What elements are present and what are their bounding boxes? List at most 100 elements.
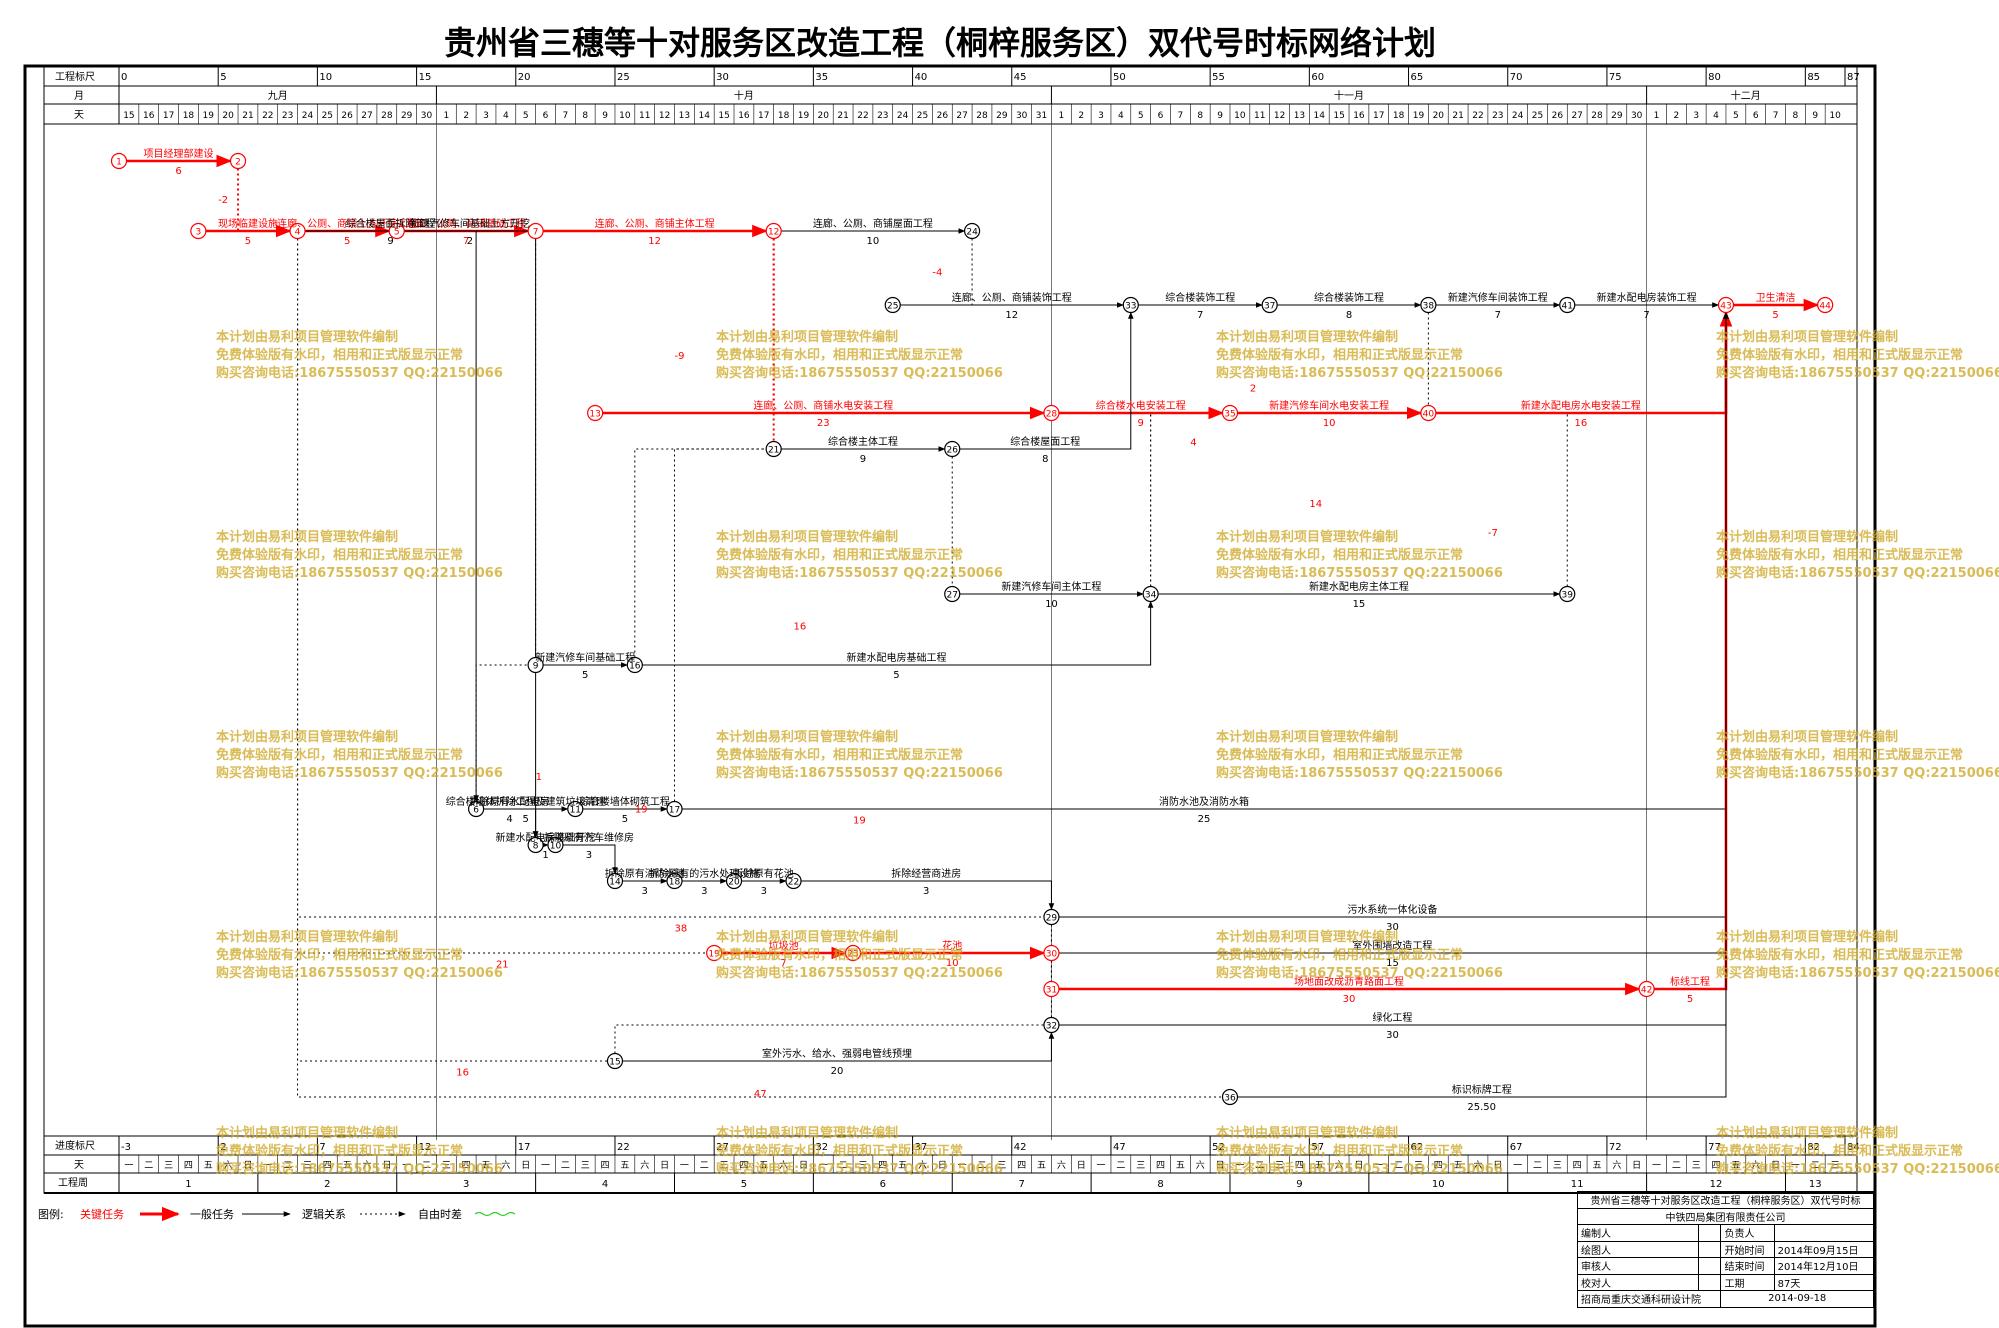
watermark-line: 本计划由易利项目管理软件编制 bbox=[216, 330, 399, 345]
weekday-label: 日 bbox=[521, 1160, 530, 1171]
node-circle bbox=[1043, 404, 1060, 422]
node-circle bbox=[587, 404, 604, 422]
node-circle bbox=[1043, 1016, 1060, 1034]
week-label: 1 bbox=[185, 1179, 191, 1190]
activity-duration: 3 bbox=[586, 850, 592, 861]
float-label: 21 bbox=[496, 959, 509, 970]
watermark-text: 本计划由易利项目管理软件编制免费体验版有水印，相用和正式版显示正常购买咨询电话:… bbox=[1716, 1125, 1999, 1179]
watermark-text: 本计划由易利项目管理软件编制免费体验版有水印，相用和正式版显示正常购买咨询电话:… bbox=[716, 929, 1003, 983]
day-label: 14 bbox=[1314, 111, 1326, 121]
activity-duration: 5 bbox=[1687, 994, 1693, 1005]
activity-arrow bbox=[801, 880, 1055, 911]
activity-duration: 5 bbox=[582, 670, 588, 681]
info-label-end: 结束时间 bbox=[1720, 1257, 1775, 1275]
watermark-line: 本计划由易利项目管理软件编制 bbox=[716, 930, 899, 945]
weekday-label: 三 bbox=[1136, 1161, 1145, 1171]
day-label: 2 bbox=[1674, 111, 1680, 121]
watermark-text: 本计划由易利项目管理软件编制免费体验版有水印，相用和正式版显示正常购买咨询电话:… bbox=[1216, 329, 1503, 383]
watermark-line: 免费体验版有水印，相用和正式版显示正常 bbox=[216, 548, 464, 563]
progress-tick-label: 52 bbox=[1212, 1142, 1225, 1153]
activity-arrow bbox=[305, 230, 479, 803]
node-label: 34 bbox=[1145, 591, 1157, 601]
day-label: 16 bbox=[738, 111, 750, 121]
progress-tick-label: 22 bbox=[617, 1142, 630, 1153]
activity-duration: 10 bbox=[1323, 418, 1336, 429]
day-label: 2 bbox=[1078, 111, 1084, 121]
weekday-label: 四 bbox=[1017, 1161, 1026, 1171]
node-circle bbox=[527, 836, 544, 854]
weekday-label: 五 bbox=[898, 1161, 907, 1171]
watermark-text: 本计划由易利项目管理软件编制免费体验版有水印，相用和正式版显示正常购买咨询电话:… bbox=[716, 329, 1003, 383]
day-label: 4 bbox=[503, 111, 509, 121]
week-label: 9 bbox=[1296, 1179, 1302, 1190]
day-label: 17 bbox=[1373, 111, 1384, 121]
node-label: 17 bbox=[669, 806, 680, 816]
node-label: 41 bbox=[1562, 302, 1573, 312]
day-label: 30 bbox=[1631, 111, 1643, 121]
activity-name: 新建水配电房主体工程 bbox=[1309, 580, 1409, 593]
day-label: 18 bbox=[1393, 111, 1405, 121]
activity-duration: 7 bbox=[1643, 310, 1649, 321]
weekday-label: 二 bbox=[144, 1161, 153, 1171]
day-label: 27 bbox=[1571, 111, 1582, 121]
watermark-line: 本计划由易利项目管理软件编制 bbox=[716, 330, 899, 345]
weekday-label: 一 bbox=[1374, 1161, 1383, 1171]
watermark-text: 本计划由易利项目管理软件编制免费体验版有水印，相用和正式版显示正常购买咨询电话:… bbox=[716, 1125, 1003, 1179]
watermark-line: 购买咨询电话:18675550537 QQ:22150066 bbox=[216, 766, 503, 781]
weekday-label: 三 bbox=[303, 1161, 312, 1171]
weekday-label: 三 bbox=[1831, 1161, 1840, 1171]
row-label-weekday: 天 bbox=[74, 1160, 84, 1171]
node-circle bbox=[1817, 296, 1834, 314]
activity-name: 新建水配电房装饰工程 bbox=[1597, 291, 1697, 304]
day-label: 3 bbox=[483, 111, 489, 121]
scale-tick-label: 70 bbox=[1510, 72, 1523, 83]
float-label: 14 bbox=[1309, 499, 1322, 510]
chart-frame bbox=[43, 65, 1858, 1194]
watermark-line: 免费体验版有水印，相用和正式版显示正常 bbox=[216, 348, 464, 363]
day-label: 12 bbox=[659, 111, 670, 121]
watermark-line: 本计划由易利项目管理软件编制 bbox=[216, 930, 399, 945]
node-label: 27 bbox=[947, 591, 958, 601]
weekday-label: 五 bbox=[204, 1161, 213, 1171]
weekday-label: 六 bbox=[362, 1159, 371, 1171]
weekday-label: 一 bbox=[263, 1161, 272, 1171]
legend-normal-label: 一般任务 bbox=[190, 1208, 234, 1221]
float-label: 4 bbox=[1190, 437, 1196, 448]
weekday-label: 三 bbox=[997, 1161, 1006, 1171]
month-label: 九月 bbox=[268, 90, 288, 102]
node-circle bbox=[785, 872, 802, 890]
weekday-label: 二 bbox=[1533, 1161, 1542, 1171]
weekday-label: 四 bbox=[739, 1161, 748, 1171]
weekday-label: 六 bbox=[779, 1159, 788, 1171]
activity-name: 垃圾池 bbox=[769, 939, 799, 952]
float-label: 19 bbox=[853, 815, 866, 826]
watermark-line: 免费体验版有水印，相用和正式版显示正常 bbox=[716, 748, 964, 763]
watermark-line: 购买咨询电话:18675550537 QQ:22150066 bbox=[1216, 366, 1503, 381]
legend-critical-label: 关键任务 bbox=[80, 1207, 124, 1221]
day-label: 28 bbox=[381, 111, 393, 121]
day-label: 19 bbox=[1413, 111, 1425, 121]
progress-tick-label: -3 bbox=[121, 1142, 131, 1153]
float-label: 47 bbox=[754, 1089, 767, 1100]
progress-tick-label: 72 bbox=[1609, 1142, 1622, 1153]
node-label: 38 bbox=[1423, 302, 1435, 312]
info-footer-left: 招商局重庆交通科研设计院 bbox=[1576, 1290, 1722, 1308]
weekday-label: 一 bbox=[402, 1161, 411, 1171]
activity-name: 拆除原有花池 bbox=[734, 867, 794, 880]
week-label: 3 bbox=[463, 1179, 469, 1190]
node-circle bbox=[606, 1052, 624, 1070]
activity-name: 室外围墙改造工程 bbox=[1352, 939, 1432, 952]
watermark-line: 购买咨询电话:18675550537 QQ:22150066 bbox=[1716, 766, 1999, 781]
activity-duration: 30 bbox=[1343, 994, 1356, 1005]
watermark-line: 购买咨询电话:18675550537 QQ:22150066 bbox=[1216, 1162, 1503, 1177]
weekday-label: 三 bbox=[858, 1161, 867, 1171]
day-label: 8 bbox=[1197, 111, 1203, 121]
day-label: 9 bbox=[602, 111, 608, 121]
watermark-line: 免费体验版有水印，相用和正式版显示正常 bbox=[716, 548, 964, 563]
node-label: 14 bbox=[609, 878, 621, 888]
watermark-text: 本计划由易利项目管理软件编制免费体验版有水印，相用和正式版显示正常购买咨询电话:… bbox=[216, 1125, 503, 1179]
activity-duration: 1 bbox=[542, 850, 548, 861]
node-circle bbox=[1420, 404, 1437, 422]
weekday-label: 六 bbox=[1196, 1159, 1205, 1171]
